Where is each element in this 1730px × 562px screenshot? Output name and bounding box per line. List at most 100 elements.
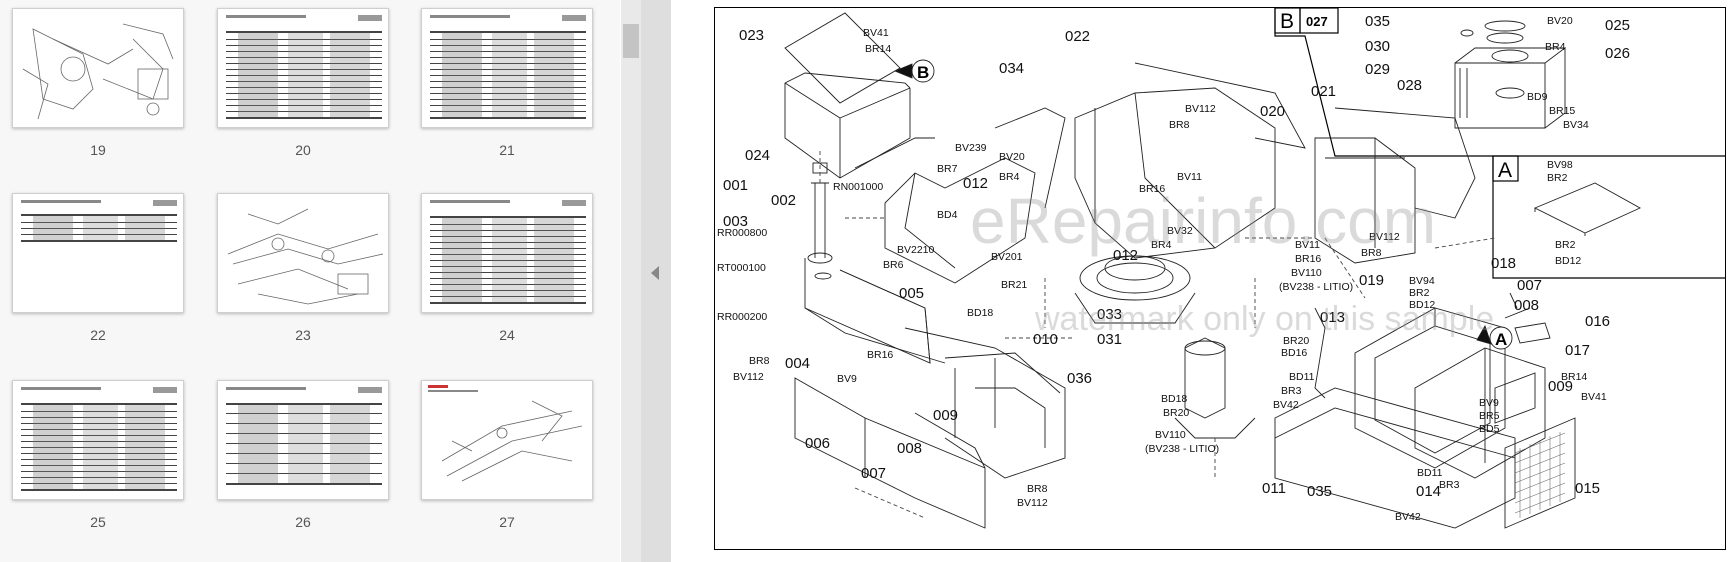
hardware-label: BD18: [1161, 393, 1187, 405]
hardware-label: BV94: [1409, 275, 1435, 287]
hardware-label: BV42: [1395, 511, 1421, 523]
hardware-label: BR20: [1163, 407, 1189, 419]
line-art: [784, 12, 1641, 529]
pane-splitter[interactable]: [641, 0, 671, 562]
hardware-label: BR7: [937, 163, 958, 175]
thumbnail-image[interactable]: [12, 8, 184, 128]
thumbnail-page-19[interactable]: 19: [12, 8, 184, 158]
hardware-label: BV34: [1563, 119, 1589, 131]
part-label: 020: [1260, 103, 1285, 120]
hardware-label: BV32: [1167, 225, 1193, 237]
thumbnail-label: 25: [90, 514, 106, 530]
hardware-label: BD11: [1417, 467, 1443, 479]
part-label: 007: [861, 465, 886, 482]
hardware-label: (BV238 - LITIO): [1145, 443, 1219, 455]
callout-b-letter: B: [917, 63, 929, 82]
thumbnail-page-23[interactable]: 23: [217, 193, 389, 343]
part-label: 019: [1359, 272, 1384, 289]
hardware-label: BV110: [1155, 429, 1186, 441]
thumbnail-image[interactable]: [217, 380, 389, 500]
thumbnail-image[interactable]: [12, 193, 184, 313]
part-label: 034: [999, 60, 1024, 77]
part-label: 018: [1491, 255, 1516, 272]
thumbnail-label: 19: [90, 142, 106, 158]
thumbnail-page-26[interactable]: 26: [217, 380, 389, 530]
collapse-arrow-icon[interactable]: [651, 266, 659, 280]
part-label: 013: [1320, 309, 1345, 326]
hardware-label: BV112: [733, 371, 764, 383]
thumbnail-label: 26: [295, 514, 311, 530]
thumbnail-label: 22: [90, 327, 106, 343]
part-label: 015: [1575, 480, 1600, 497]
part-label: 035: [1365, 13, 1390, 30]
hardware-label: BD5: [1479, 423, 1500, 435]
box-b-letter: B: [1280, 10, 1294, 33]
part-label: 001: [723, 177, 748, 194]
part-label: 028: [1397, 77, 1422, 94]
part-label: 029: [1365, 61, 1390, 78]
thumbnail-image[interactable]: [421, 380, 593, 500]
hardware-labels: BV41 BR14 BV239 BR7 RN001000 BV2210 BR6 …: [717, 15, 1607, 523]
hardware-label: BR8: [1027, 483, 1048, 495]
thumbnail-image[interactable]: [12, 380, 184, 500]
hardware-label: BR21: [1001, 279, 1027, 291]
part-label: 009: [1548, 378, 1573, 395]
hardware-label: BR4: [999, 171, 1020, 183]
thumbnail-label: 21: [499, 142, 515, 158]
hardware-label: BV110: [1291, 267, 1322, 279]
watermark-subtext: watermark only on this sample: [1034, 300, 1494, 338]
thumbnail-image[interactable]: [217, 193, 389, 313]
thumbnail-image[interactable]: [217, 8, 389, 128]
part-label: 006: [805, 435, 830, 452]
hardware-label: BR6: [883, 259, 904, 271]
hardware-label: BV11: [1177, 171, 1202, 183]
hardware-label: BD11: [1289, 371, 1315, 383]
hardware-label: BR3: [1281, 385, 1302, 397]
thumbnail-image[interactable]: [421, 8, 593, 128]
exploded-parts-drawing: B 027 A: [714, 7, 1726, 550]
hardware-label: BV112: [1369, 231, 1400, 243]
hardware-label: BR5: [1479, 410, 1500, 422]
part-label: 023: [739, 27, 764, 44]
part-label: 024: [745, 147, 770, 164]
thumbnail-page-27[interactable]: 27: [421, 380, 593, 530]
part-label: 035: [1307, 483, 1332, 500]
hardware-label: BD12: [1555, 255, 1581, 267]
hardware-label: BV20: [1547, 15, 1573, 27]
document-page: [671, 0, 1730, 562]
part-label: 017: [1565, 342, 1590, 359]
thumbnail-scrollbar[interactable]: [621, 0, 641, 562]
inset-b-border: [1274, 8, 1725, 157]
hardware-label: BR4: [1151, 239, 1172, 251]
hardware-label: BR8: [1361, 247, 1382, 259]
part-label: 003: [723, 213, 748, 230]
thumbnail-image[interactable]: [421, 193, 593, 313]
thumbnail-page-24[interactable]: 24: [421, 193, 593, 343]
hardware-label: BR2: [1547, 172, 1568, 184]
hardware-label: BV9: [1479, 397, 1499, 409]
part-label: 016: [1585, 313, 1610, 330]
hardware-label: BV41: [1581, 391, 1607, 403]
hardware-label: BV201: [991, 251, 1023, 263]
hardware-label: BR14: [1561, 371, 1587, 383]
part-label: 021: [1311, 83, 1336, 100]
thumbnail-page-25[interactable]: 25: [12, 380, 184, 530]
part-label: 008: [897, 440, 922, 457]
part-label: 026: [1605, 45, 1630, 62]
hardware-label: BD16: [1281, 347, 1307, 359]
thumbnail-label: 20: [295, 142, 311, 158]
thumbnail-page-20[interactable]: 20: [217, 8, 389, 158]
scrollbar-thumb[interactable]: [623, 24, 639, 58]
thumbnail-page-22[interactable]: 22: [12, 193, 184, 343]
thumbnail-page-21[interactable]: 21: [421, 8, 593, 158]
part-label: 030: [1365, 38, 1390, 55]
thumbnail-pane: 19 20: [0, 0, 620, 562]
hardware-label: RR000200: [717, 311, 767, 323]
hardware-label: BV41: [863, 27, 889, 39]
box-b-code: 027: [1306, 14, 1328, 29]
hardware-label: BD18: [967, 307, 993, 319]
hardware-label: BR2: [1409, 287, 1430, 299]
inset-a-border: [1492, 156, 1725, 279]
hardware-label: (BV238 - LITIO): [1279, 281, 1353, 293]
hardware-label: BR16: [1139, 183, 1165, 195]
